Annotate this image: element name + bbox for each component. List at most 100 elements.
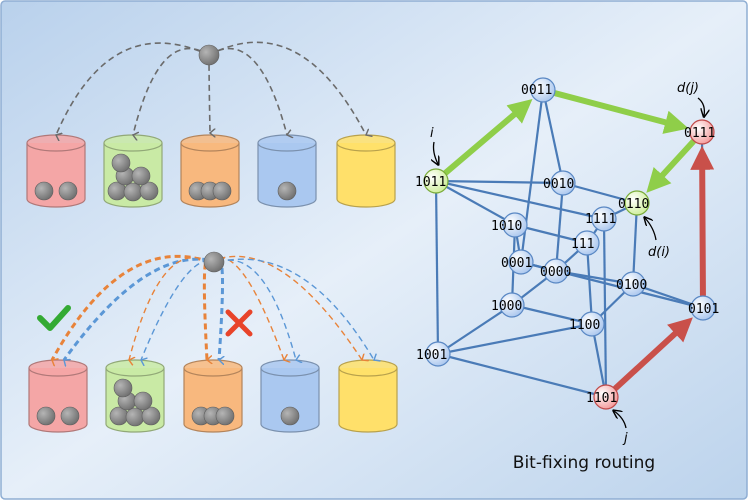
node-label: 0001 bbox=[501, 256, 532, 271]
cube-edge-1100-1001 bbox=[437, 322, 593, 356]
node-label: 1100 bbox=[569, 318, 600, 333]
node-0110: 0110 bbox=[618, 190, 650, 216]
node-0100: 0100 bbox=[616, 271, 647, 297]
cube-edge-111-1100 bbox=[585, 242, 594, 325]
node-0101: 0101 bbox=[688, 295, 719, 321]
ball bbox=[277, 181, 297, 201]
ball-top-source bbox=[198, 44, 220, 66]
node-label: 0111 bbox=[684, 126, 715, 141]
pointer-i bbox=[434, 141, 439, 164]
cube-edge-0010-0000 bbox=[554, 182, 565, 272]
bin-top bbox=[338, 359, 398, 377]
bin-top bbox=[260, 359, 320, 377]
node-circle bbox=[543, 258, 569, 284]
node-1000: 1000 bbox=[491, 292, 525, 318]
ball bbox=[215, 406, 235, 426]
node-0111: 0111 bbox=[684, 119, 715, 145]
node-1111: 1111 bbox=[585, 206, 617, 232]
cube-edge-1011-1001 bbox=[434, 180, 440, 355]
cross-strokes bbox=[225, 309, 253, 337]
cube-edge-0110-0100 bbox=[631, 202, 639, 285]
bin-top bbox=[257, 134, 317, 152]
bin-top bbox=[180, 134, 240, 152]
ball bbox=[58, 181, 78, 201]
throw-arrow-blue-1 bbox=[62, 257, 219, 360]
bin-top bbox=[28, 359, 88, 377]
route-step-2 bbox=[552, 90, 689, 134]
d-i-label: d(i) bbox=[648, 245, 670, 260]
ball bbox=[111, 153, 131, 173]
cube-edge-0011-0001 bbox=[519, 89, 545, 263]
cube-edge-0010-0110 bbox=[562, 181, 638, 205]
throw-arrow-blue-2 bbox=[141, 259, 219, 360]
route-step-3 bbox=[646, 138, 697, 193]
node-circle bbox=[689, 119, 715, 145]
throw-arrow-orange-5 bbox=[209, 255, 362, 360]
node-label: 1101 bbox=[586, 391, 617, 406]
ball bbox=[141, 406, 161, 426]
node-1001: 1001 bbox=[416, 341, 451, 367]
node-0011: 0011 bbox=[521, 77, 556, 103]
cube-edge-1011-1111 bbox=[435, 179, 605, 221]
bin-top bbox=[336, 134, 396, 152]
node-label: 1001 bbox=[416, 348, 447, 363]
node-label: 0000 bbox=[540, 265, 571, 280]
top-bin-1 bbox=[26, 134, 86, 208]
ball bbox=[36, 406, 56, 426]
check-icon bbox=[37, 305, 71, 331]
node-1010: 1010 bbox=[491, 212, 528, 238]
node-circle bbox=[550, 170, 576, 196]
ball bbox=[34, 181, 54, 201]
node-label: 1011 bbox=[415, 175, 446, 190]
ball-bottom-source bbox=[203, 251, 225, 273]
node-circle bbox=[591, 206, 617, 232]
bin-body bbox=[260, 368, 320, 433]
node-label: 111 bbox=[571, 237, 594, 252]
top-bin-5 bbox=[336, 134, 396, 208]
cube-edge-1000-1100 bbox=[511, 303, 593, 326]
node-circle bbox=[690, 295, 716, 321]
pointer-d-i bbox=[645, 218, 657, 241]
throw-arrow-orange-4 bbox=[209, 256, 284, 360]
node-label: 0100 bbox=[616, 278, 647, 293]
cube-edge-1111-1101 bbox=[602, 218, 608, 398]
node-circle bbox=[499, 292, 525, 318]
node-circle bbox=[423, 168, 449, 194]
caption: Bit-fixing routing bbox=[513, 453, 655, 473]
bin-body bbox=[336, 143, 396, 208]
cube-edge-0011-0010 bbox=[541, 89, 565, 184]
throw-arrow-top-2 bbox=[133, 47, 210, 135]
ball bbox=[60, 406, 80, 426]
node-circle bbox=[620, 271, 646, 297]
node-1100: 1100 bbox=[569, 311, 605, 337]
node-circle bbox=[593, 384, 619, 410]
node-label: 0011 bbox=[521, 83, 552, 98]
cube-edge-1001-1101 bbox=[437, 352, 607, 399]
bins-layer bbox=[26, 41, 398, 433]
throw-arrow-top-5 bbox=[208, 41, 366, 135]
node-1011: 1011 bbox=[415, 168, 449, 194]
cube-edge-1011-0010 bbox=[435, 179, 564, 185]
node-0010: 0010 bbox=[543, 170, 576, 196]
ball bbox=[131, 166, 151, 186]
bin-body bbox=[257, 143, 317, 208]
ball bbox=[280, 406, 300, 426]
node-label: 1111 bbox=[585, 212, 616, 227]
route-step-4 bbox=[612, 317, 693, 392]
top-bin-3 bbox=[180, 134, 240, 208]
bin-body bbox=[338, 368, 398, 433]
dest-j-label: j bbox=[622, 431, 628, 446]
bin-top bbox=[103, 134, 163, 152]
node-0000: 0000 bbox=[540, 258, 571, 284]
bin-top bbox=[105, 359, 165, 377]
node-label: 1000 bbox=[491, 299, 522, 314]
ball bbox=[133, 391, 153, 411]
ball bbox=[123, 182, 143, 202]
bottom-bin-1 bbox=[28, 359, 88, 433]
ball bbox=[125, 407, 145, 427]
cross-icon bbox=[225, 309, 253, 337]
node-1101: 1101 bbox=[586, 384, 619, 410]
bin-body bbox=[28, 368, 88, 433]
cube-edge-1011-1010 bbox=[435, 180, 516, 226]
